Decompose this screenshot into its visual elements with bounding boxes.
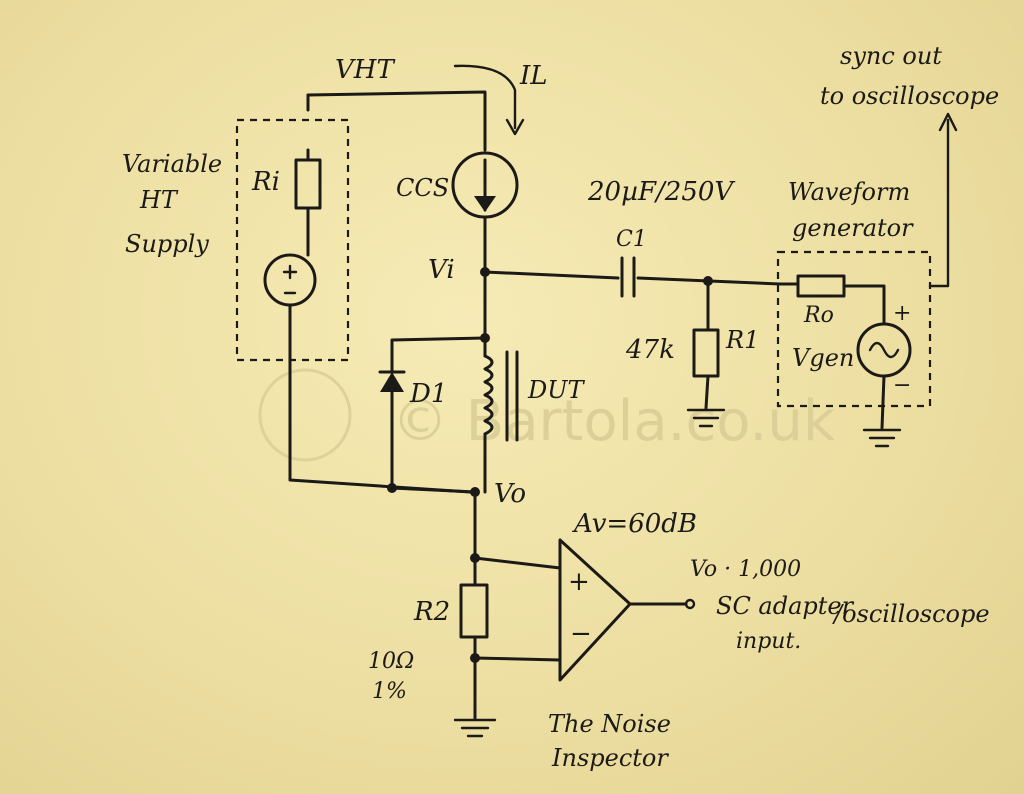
resistor-ro <box>796 274 846 298</box>
label-r2-tolerance: 1% <box>372 679 407 704</box>
wire-amp-minus <box>473 656 562 662</box>
ccs-arrow-icon <box>474 196 496 212</box>
label-ri: Ri <box>251 167 280 197</box>
label-ro: Ro <box>803 303 834 328</box>
ground-icon <box>686 408 726 428</box>
label-r2: R2 <box>413 597 450 627</box>
source-polarity-icon <box>282 264 298 295</box>
label-inspector: Inspector <box>551 744 669 772</box>
wire-vi-c1 <box>483 270 620 280</box>
label-ht: HT <box>139 186 179 214</box>
label-variable: Variable <box>122 150 222 178</box>
label-gen-minus: − <box>893 373 911 398</box>
waveform-generator-box <box>776 250 932 408</box>
diode-d1 <box>380 372 404 392</box>
label-sc-adapter: SC adapter <box>716 592 855 620</box>
wire-ro-vgen <box>842 284 886 324</box>
resistor-ri <box>294 158 322 210</box>
label-waveform: Waveform <box>788 178 910 206</box>
wire-c1-ro <box>636 276 800 286</box>
label-vht: VHT <box>335 55 395 85</box>
wire-vht-top <box>306 90 487 152</box>
output-terminal <box>684 598 696 610</box>
watermark: © Bartola.co.uk <box>258 368 836 462</box>
label-output: Vo · 1,000 <box>690 557 801 582</box>
current-arrow-line <box>453 64 517 130</box>
resistor-r2 <box>459 583 489 639</box>
wire-d1-top <box>390 336 487 372</box>
label-il: IL <box>519 61 548 91</box>
watermark-text: © Bartola.co.uk <box>392 389 836 454</box>
label-c1: C1 <box>616 227 647 252</box>
ground-icon <box>862 428 902 448</box>
label-to-oscilloscope: to oscilloscope <box>820 82 999 110</box>
label-sync-out: sync out <box>840 42 942 70</box>
arrow-down-icon <box>505 118 525 136</box>
label-supply: Supply <box>125 230 209 258</box>
label-dut: DUT <box>527 376 585 404</box>
label-c1-value: 20µF/250V <box>587 177 735 207</box>
dut-core <box>505 350 519 442</box>
label-vo: Vo <box>494 479 526 509</box>
label-amp-plus: + <box>568 567 590 597</box>
wire-sync-out <box>928 118 950 288</box>
label-vgen: Vgen <box>792 344 854 372</box>
label-input: input. <box>736 629 801 654</box>
label-r1-value: 47k <box>625 335 675 365</box>
inductor-dut <box>483 354 494 436</box>
label-vi: Vi <box>428 255 455 285</box>
ht-supply-box <box>235 118 350 362</box>
wire-amp-plus <box>473 556 562 570</box>
label-r1: R1 <box>725 326 759 354</box>
label-d1: D1 <box>409 379 447 409</box>
resistor-r1 <box>692 328 720 378</box>
label-oscilloscope: /oscilloscope <box>832 600 990 628</box>
label-amp-minus: − <box>570 619 592 649</box>
sine-wave-icon <box>868 341 900 359</box>
wire-vgen-gnd <box>880 374 886 430</box>
label-ccs: CCS <box>396 174 449 202</box>
label-av: Av=60dB <box>572 509 697 539</box>
arrow-up-icon <box>938 112 958 132</box>
label-r2-value: 10Ω <box>368 649 414 674</box>
amplifier-symbol <box>558 538 632 682</box>
ht-voltage-source <box>263 253 317 307</box>
wire-r1-gnd <box>704 374 710 410</box>
label-generator: generator <box>792 214 914 242</box>
label-gen-plus: + <box>893 301 911 326</box>
ground-icon <box>453 718 497 738</box>
wire-vo <box>390 486 477 562</box>
label-noise: The Noise <box>548 710 671 738</box>
capacitor-c1 <box>620 256 636 298</box>
